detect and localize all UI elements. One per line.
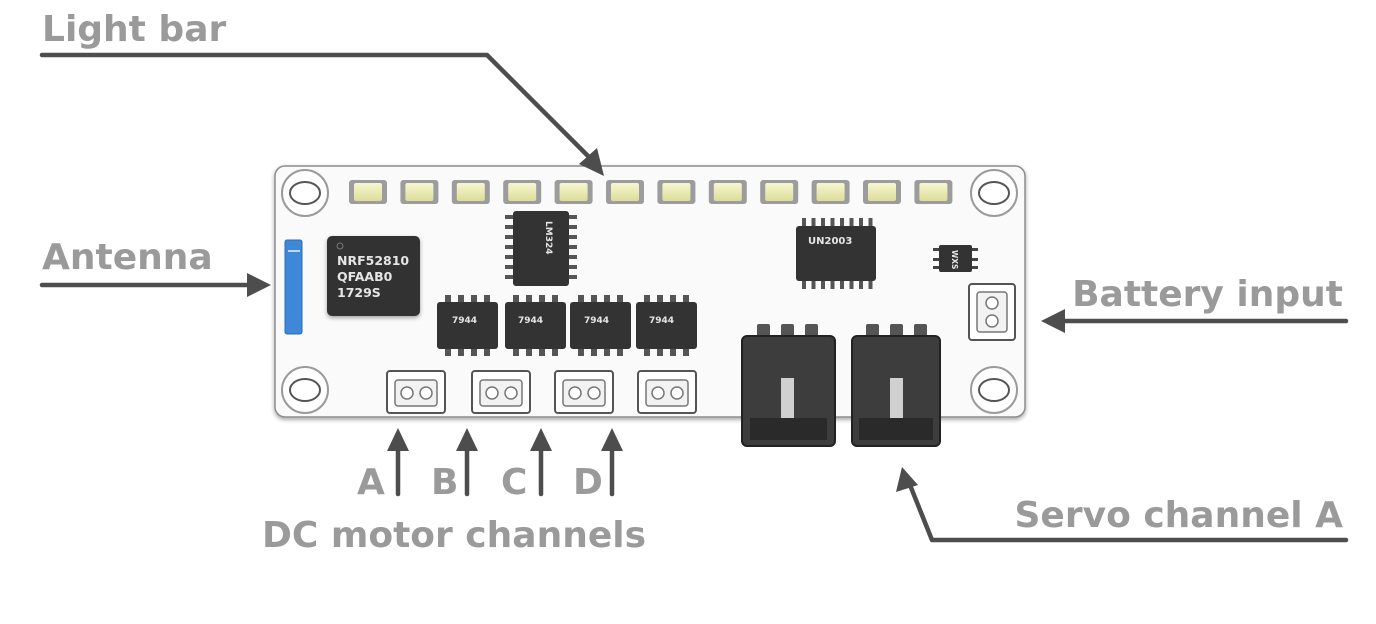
led-4 [503, 180, 542, 204]
small-ic-label: WXS [950, 250, 959, 269]
channel-d-label: D [573, 462, 603, 503]
mcu-label-line3: 1729S [337, 285, 381, 300]
mcu-label-line2: QFAAB0 [337, 269, 393, 284]
motor-driver-chips: 7944 7944 7944 7944 [437, 295, 697, 356]
led-1 [349, 180, 387, 204]
callout-leaders [39, 52, 1349, 543]
channel-c-arrowhead [530, 428, 552, 451]
battery-connector [968, 283, 1016, 341]
mounting-hole-bottom-left [281, 366, 329, 414]
motor-driver-chip-3: 7944 [570, 302, 631, 349]
antenna-label: Antenna [42, 237, 213, 278]
motor-driver-chip-4: 7944 [636, 302, 697, 349]
channel-c-label: C [501, 462, 527, 503]
led-8 [708, 180, 747, 204]
led-7 [657, 180, 696, 204]
motor-connector-d [637, 370, 697, 414]
mounting-hole-bottom-right [970, 366, 1018, 414]
led-6 [606, 180, 644, 204]
servo-connector-1 [741, 324, 836, 447]
motor-driver-label-3: 7944 [584, 316, 609, 326]
callout-labels: Light bar Antenna Battery input Servo ch… [42, 9, 1343, 556]
channel-b-label: B [431, 462, 458, 503]
antenna-arrowhead [247, 273, 271, 297]
motor-connector-b [471, 370, 531, 414]
led-11 [863, 180, 901, 204]
antenna-trace [284, 239, 303, 335]
motor-connector-a [386, 370, 446, 414]
channel-d-arrowhead [601, 428, 623, 451]
servo-connector-2 [851, 324, 941, 447]
motor-driver-chip-2: 7944 [505, 302, 566, 349]
battery-arrowhead [1041, 309, 1065, 333]
channel-a-arrowhead [387, 428, 409, 451]
light-bar-leader-line [39, 52, 595, 163]
mcu-label-line1: NRF52810 [337, 253, 409, 268]
led-5 [554, 180, 593, 204]
motor-driver-label-2: 7944 [518, 316, 543, 326]
light-bar-arrowhead [579, 148, 604, 176]
op-amp-chip: LM324 [505, 211, 577, 286]
led-12 [914, 180, 953, 204]
channel-a-label: A [357, 462, 385, 503]
battery-input-label: Battery input [1072, 274, 1343, 315]
driver-array-chip: UN2003 [796, 218, 876, 289]
motor-driver-label-1: 7944 [452, 316, 477, 326]
led-3 [451, 180, 490, 204]
led-9 [760, 180, 799, 204]
driver-array-label: UN2003 [808, 236, 852, 247]
light-bar-label: Light bar [42, 9, 226, 50]
circuit-board: NRF52810 QFAAB0 1729S LM324 UN2003 WXS [274, 165, 1026, 447]
mounting-hole-top-right [970, 169, 1018, 217]
motor-connector-c [554, 370, 614, 414]
led-2 [400, 180, 439, 204]
motor-driver-chip-1: 7944 [437, 302, 498, 349]
mounting-hole-top-left [281, 169, 329, 217]
dc-motor-channels-label: DC motor channels [262, 515, 646, 556]
led-10 [811, 180, 850, 204]
servo-channel-label: Servo channel A [1015, 495, 1344, 536]
light-bar-leds [349, 180, 953, 204]
servo-leader-line [907, 482, 1349, 543]
mounting-holes [281, 169, 1018, 414]
servo-arrowhead [896, 467, 918, 492]
mcu-chip: NRF52810 QFAAB0 1729S [327, 236, 420, 316]
small-ic-chip: WXS [933, 245, 978, 272]
channel-b-arrowhead [456, 428, 478, 451]
op-amp-label: LM324 [543, 221, 553, 254]
motor-driver-label-4: 7944 [649, 316, 674, 326]
